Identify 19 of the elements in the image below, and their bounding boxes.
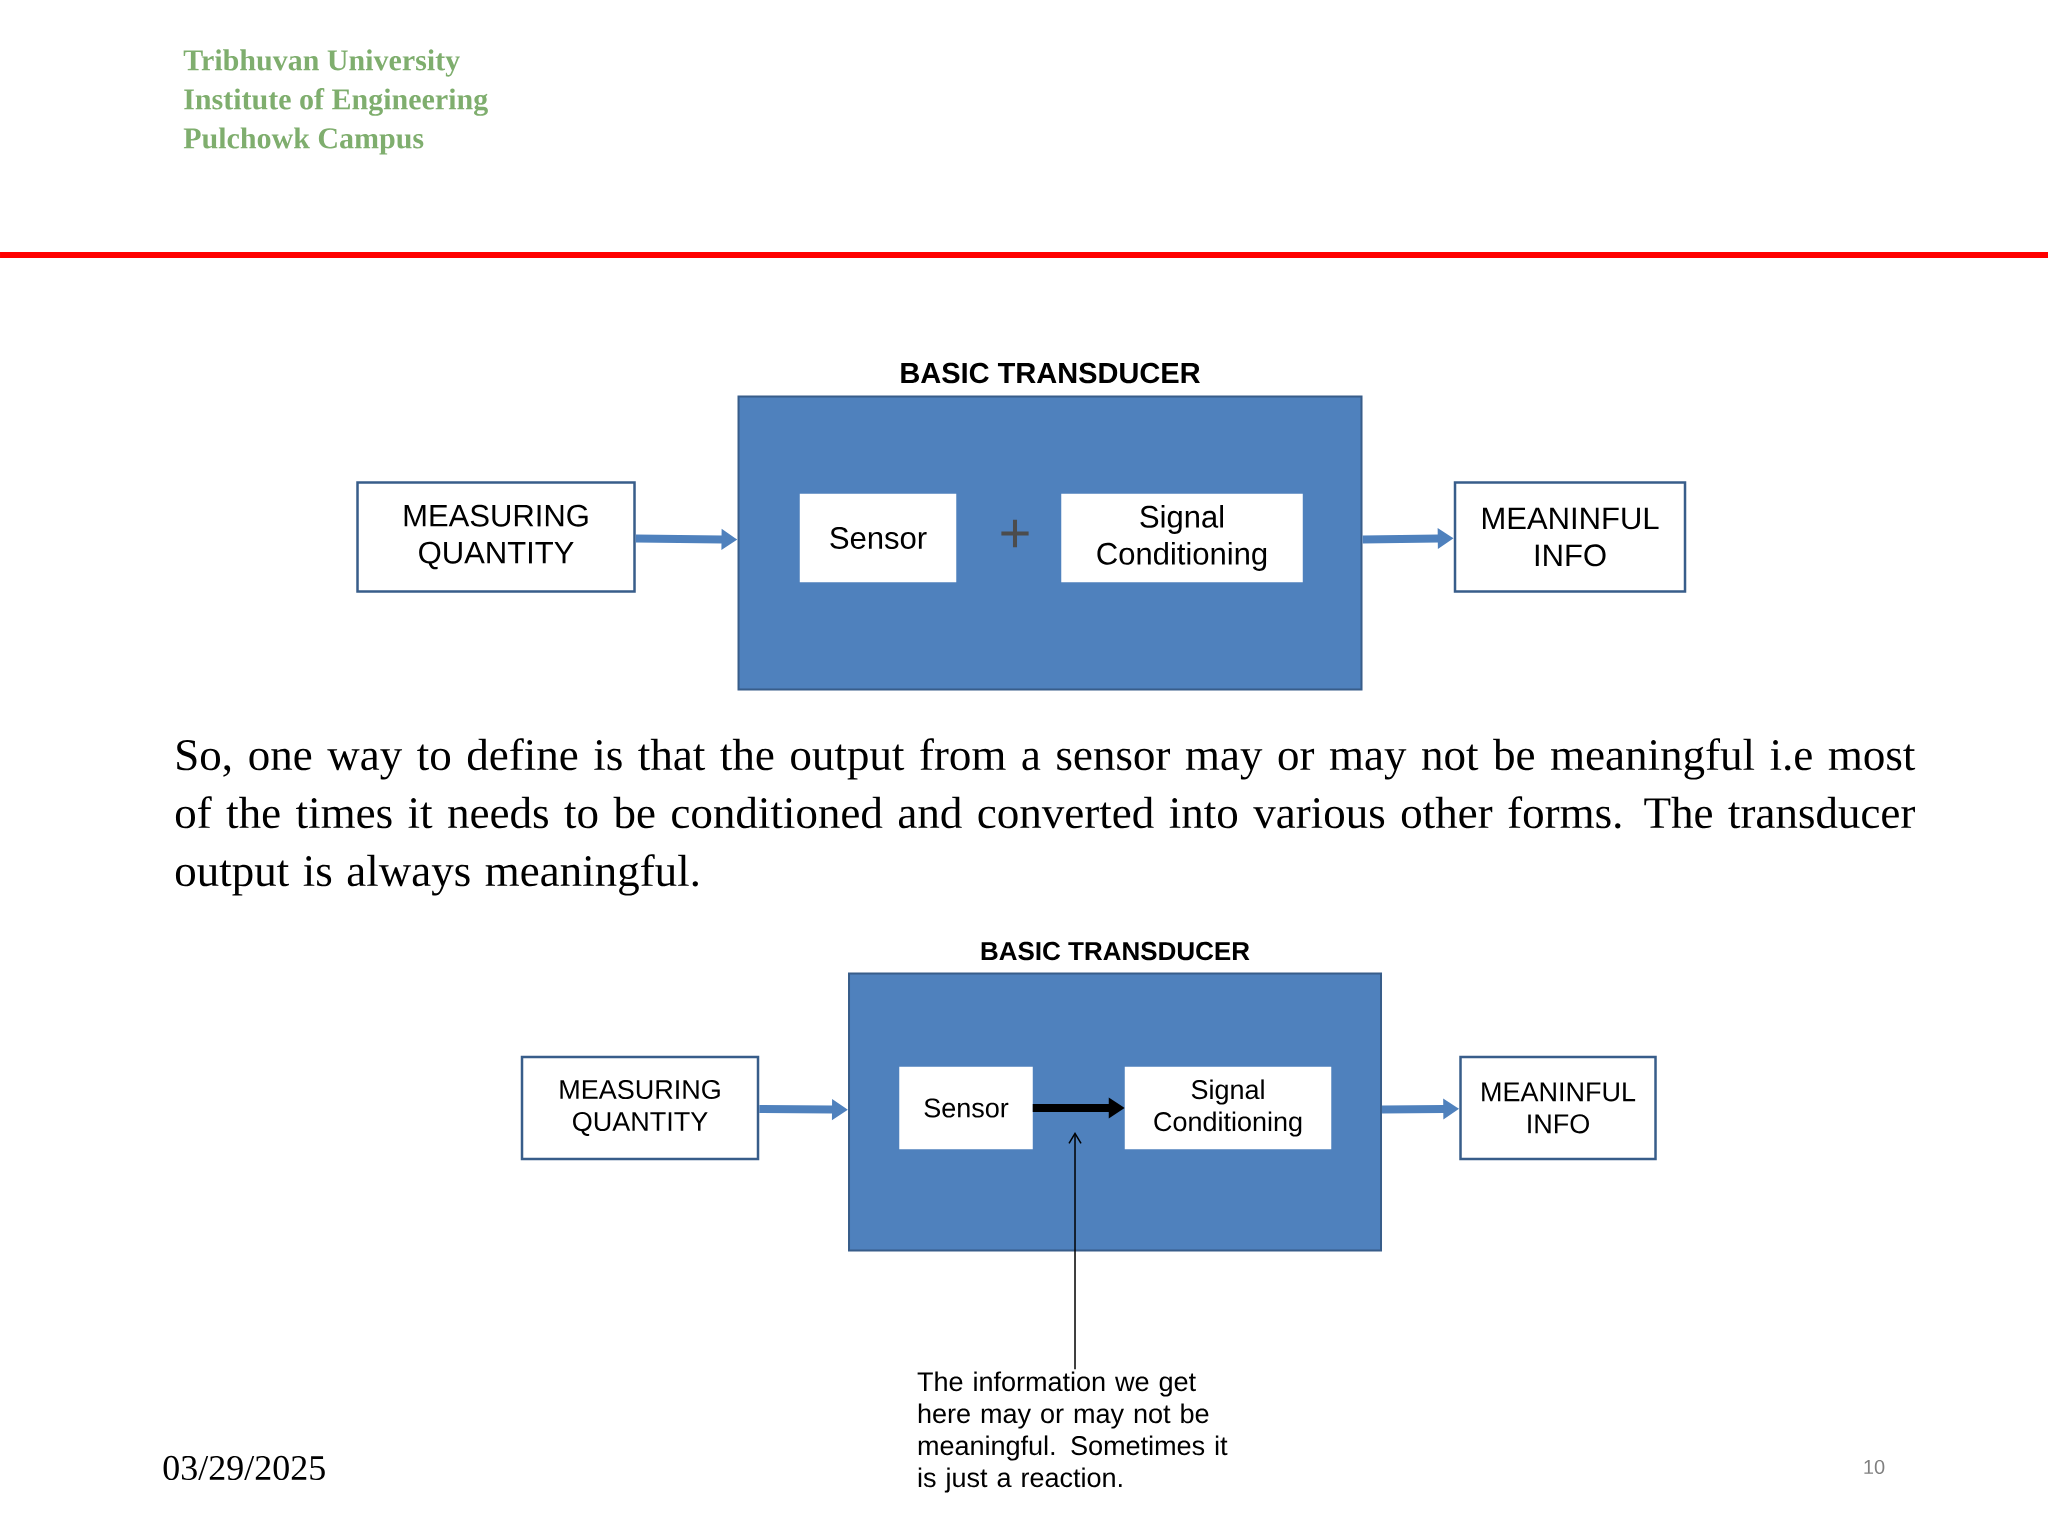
plus-sign: +	[1001, 519, 1029, 548]
page-number: 10	[1864, 1459, 1885, 1475]
process-box: Sensor	[799, 493, 957, 583]
leader-line	[1068, 1132, 1082, 1370]
annotation-text: The information we get here may or may not be meaningful. Sometimes it is just a reaction.	[917, 1371, 1228, 1493]
process-box: MEANINFUL INFO	[1459, 1055, 1657, 1161]
header-text: Institute of Engineering	[184, 88, 488, 116]
process-box: MEASURING QUANTITY	[520, 1055, 760, 1161]
process-box: MEANINFUL INFO	[1453, 481, 1687, 593]
paragraph: So, one way to define is that the output from a sensor may or may not be meaningful i.e most of the times it needs to be conditioned and converted into various other forms. The transducer output is always meaningful.	[175, 738, 1916, 896]
node-label: BASIC TRANSDUCER	[981, 941, 1250, 961]
process-box: Signal Conditioning	[1061, 493, 1303, 583]
header-text: Tribhuvan University	[183, 49, 460, 77]
header-text: Pulchowk Campus	[183, 127, 424, 155]
process-box: MEASURING QUANTITY	[356, 481, 636, 593]
date-text: 03/29/2025	[163, 1455, 325, 1481]
process-box: Sensor	[899, 1066, 1033, 1150]
node-label: BASIC TRANSDUCER	[901, 362, 1200, 384]
process-box: Signal Conditioning	[1124, 1066, 1332, 1150]
